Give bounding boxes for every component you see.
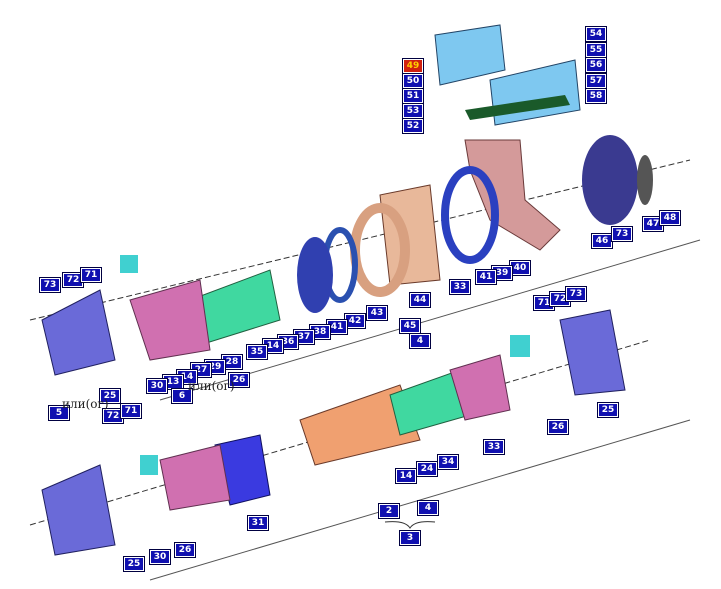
support-bracket bbox=[464, 139, 561, 251]
cap-lower-right bbox=[510, 335, 530, 357]
callout-label[interactable]: 2 bbox=[378, 503, 400, 519]
nut-47 bbox=[637, 155, 653, 205]
bracket-upper bbox=[434, 24, 506, 86]
callout-label[interactable]: 42 bbox=[344, 313, 366, 329]
tube-24 bbox=[299, 384, 421, 466]
callout-label[interactable]: 56 bbox=[585, 57, 607, 73]
callout-label[interactable]: 37 bbox=[293, 329, 315, 345]
callout-label[interactable]: 72 bbox=[102, 408, 124, 424]
callout-label[interactable]: 48 bbox=[659, 210, 681, 226]
callout-label[interactable]: 13 bbox=[162, 374, 184, 390]
callout-label[interactable]: 5 bbox=[48, 405, 70, 421]
callout-label[interactable]: 26 bbox=[228, 372, 250, 388]
callout-label-highlighted[interactable]: 49 bbox=[402, 58, 424, 74]
alternative-note: или(ог) bbox=[188, 379, 235, 393]
gasket-plate bbox=[465, 95, 570, 120]
cap-lower-left bbox=[140, 455, 158, 475]
yoke-lower-left bbox=[159, 444, 231, 511]
separator-line bbox=[159, 239, 701, 401]
separator-line-2 bbox=[149, 419, 691, 581]
yoke-lower-right bbox=[449, 354, 511, 421]
callout-label[interactable]: 33 bbox=[449, 279, 471, 295]
callout-label[interactable]: 34 bbox=[437, 454, 459, 470]
callout-label[interactable]: 72 bbox=[62, 272, 84, 288]
callout-label[interactable]: 58 bbox=[585, 88, 607, 104]
callout-label[interactable]: 30 bbox=[146, 378, 168, 394]
callout-label[interactable]: 55 bbox=[585, 42, 607, 58]
callout-label[interactable]: 4 bbox=[409, 333, 431, 349]
cap-upper bbox=[120, 255, 138, 273]
callout-label[interactable]: 25 bbox=[597, 402, 619, 418]
callout-label[interactable]: 46 bbox=[591, 233, 613, 249]
callout-label[interactable]: 40 bbox=[509, 260, 531, 276]
yoke-upper bbox=[129, 279, 211, 361]
callout-label[interactable]: 4 bbox=[417, 500, 439, 516]
flange-yoke-lower-left bbox=[41, 464, 116, 556]
callout-label[interactable]: 71 bbox=[120, 403, 142, 419]
callout-label[interactable]: 71 bbox=[80, 267, 102, 283]
callout-label[interactable]: 14 bbox=[262, 338, 284, 354]
callout-label[interactable]: 73 bbox=[565, 286, 587, 302]
flange-38 bbox=[297, 237, 333, 313]
callout-label[interactable]: 54 bbox=[585, 26, 607, 42]
flange-yoke-lower-right bbox=[559, 309, 626, 396]
flange-46 bbox=[582, 135, 638, 225]
flange-yoke-upper-left bbox=[41, 289, 116, 376]
alternative-note: или(ог) bbox=[62, 397, 109, 411]
callout-label[interactable]: 43 bbox=[366, 305, 388, 321]
callout-label[interactable]: 51 bbox=[402, 88, 424, 104]
callout-label[interactable]: 53 bbox=[402, 103, 424, 119]
bearing-housing bbox=[441, 166, 499, 264]
callout-label[interactable]: 24 bbox=[416, 461, 438, 477]
callout-label[interactable]: 57 bbox=[585, 73, 607, 89]
callout-label[interactable]: 25 bbox=[123, 556, 145, 572]
callout-label[interactable]: 30 bbox=[149, 549, 171, 565]
callout-label[interactable]: 41 bbox=[326, 319, 348, 335]
callout-label[interactable]: 52 bbox=[402, 118, 424, 134]
callout-label[interactable]: 44 bbox=[409, 292, 431, 308]
callout-label[interactable]: 26 bbox=[174, 542, 196, 558]
callout-label[interactable]: 6 bbox=[171, 388, 193, 404]
callout-label[interactable]: 31 bbox=[247, 515, 269, 531]
callout-label[interactable]: 50 bbox=[402, 73, 424, 89]
callout-label[interactable]: 25 bbox=[99, 388, 121, 404]
callout-label[interactable]: 35 bbox=[246, 344, 268, 360]
callout-label[interactable]: 33 bbox=[483, 439, 505, 455]
callout-label[interactable]: 45 bbox=[399, 318, 421, 334]
upper-axis-line bbox=[29, 159, 691, 321]
callout-label[interactable]: 3 bbox=[399, 530, 421, 546]
callout-label[interactable]: 73 bbox=[611, 226, 633, 242]
callout-label[interactable]: 26 bbox=[547, 419, 569, 435]
callout-label[interactable]: 28 bbox=[221, 354, 243, 370]
cushion-44 bbox=[379, 184, 441, 286]
brace-3 bbox=[384, 521, 436, 529]
callout-label[interactable]: 73 bbox=[39, 277, 61, 293]
callout-label[interactable]: 14 bbox=[395, 468, 417, 484]
callout-label[interactable]: 41 bbox=[475, 269, 497, 285]
